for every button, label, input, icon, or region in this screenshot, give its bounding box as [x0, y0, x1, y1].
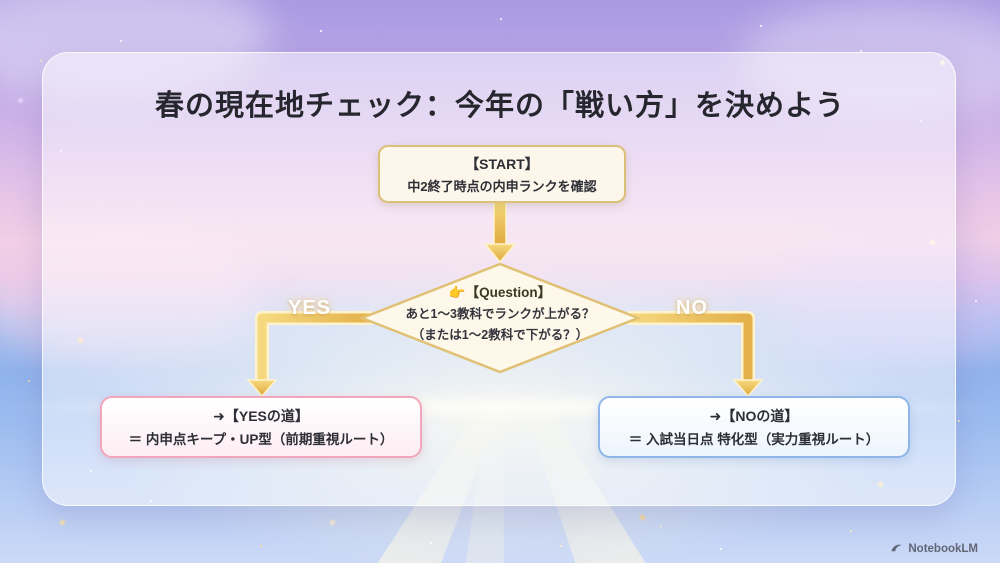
star-field [0, 0, 2, 2]
yes-result-text: ＝ 内申点キープ・UP型（前期重視ルート） [128, 432, 394, 447]
start-node: 【START】 中2終了時点の内申ランクを確認 [378, 145, 626, 203]
yes-branch-label: YES [288, 297, 332, 319]
start-node-text: 中2終了時点の内申ランクを確認 [407, 178, 597, 194]
notebooklm-logo-icon [891, 544, 902, 552]
yes-result-label: ➜【YESの道】 [213, 408, 309, 424]
no-branch-label: NO [676, 297, 708, 319]
notebooklm-watermark-text: NotebookLM [908, 542, 978, 555]
notebooklm-watermark: NotebookLM [890, 542, 978, 555]
no-result-node: ➜【NOの道】 ＝ 入試当日点 特化型（実力重視ルート） [598, 396, 910, 458]
no-result-label: ➜【NOの道】 [709, 408, 799, 424]
sparkle-dots [0, 0, 5, 5]
start-node-label: 【START】 [465, 155, 539, 172]
page-title: 春の現在地チェック：今年の「戦い方」を決めよう [154, 90, 845, 122]
yes-result-node: ➜【YESの道】 ＝ 内申点キープ・UP型（前期重視ルート） [100, 396, 422, 458]
no-result-text: ＝ 入試当日点 特化型（実力重視ルート） [628, 432, 880, 447]
